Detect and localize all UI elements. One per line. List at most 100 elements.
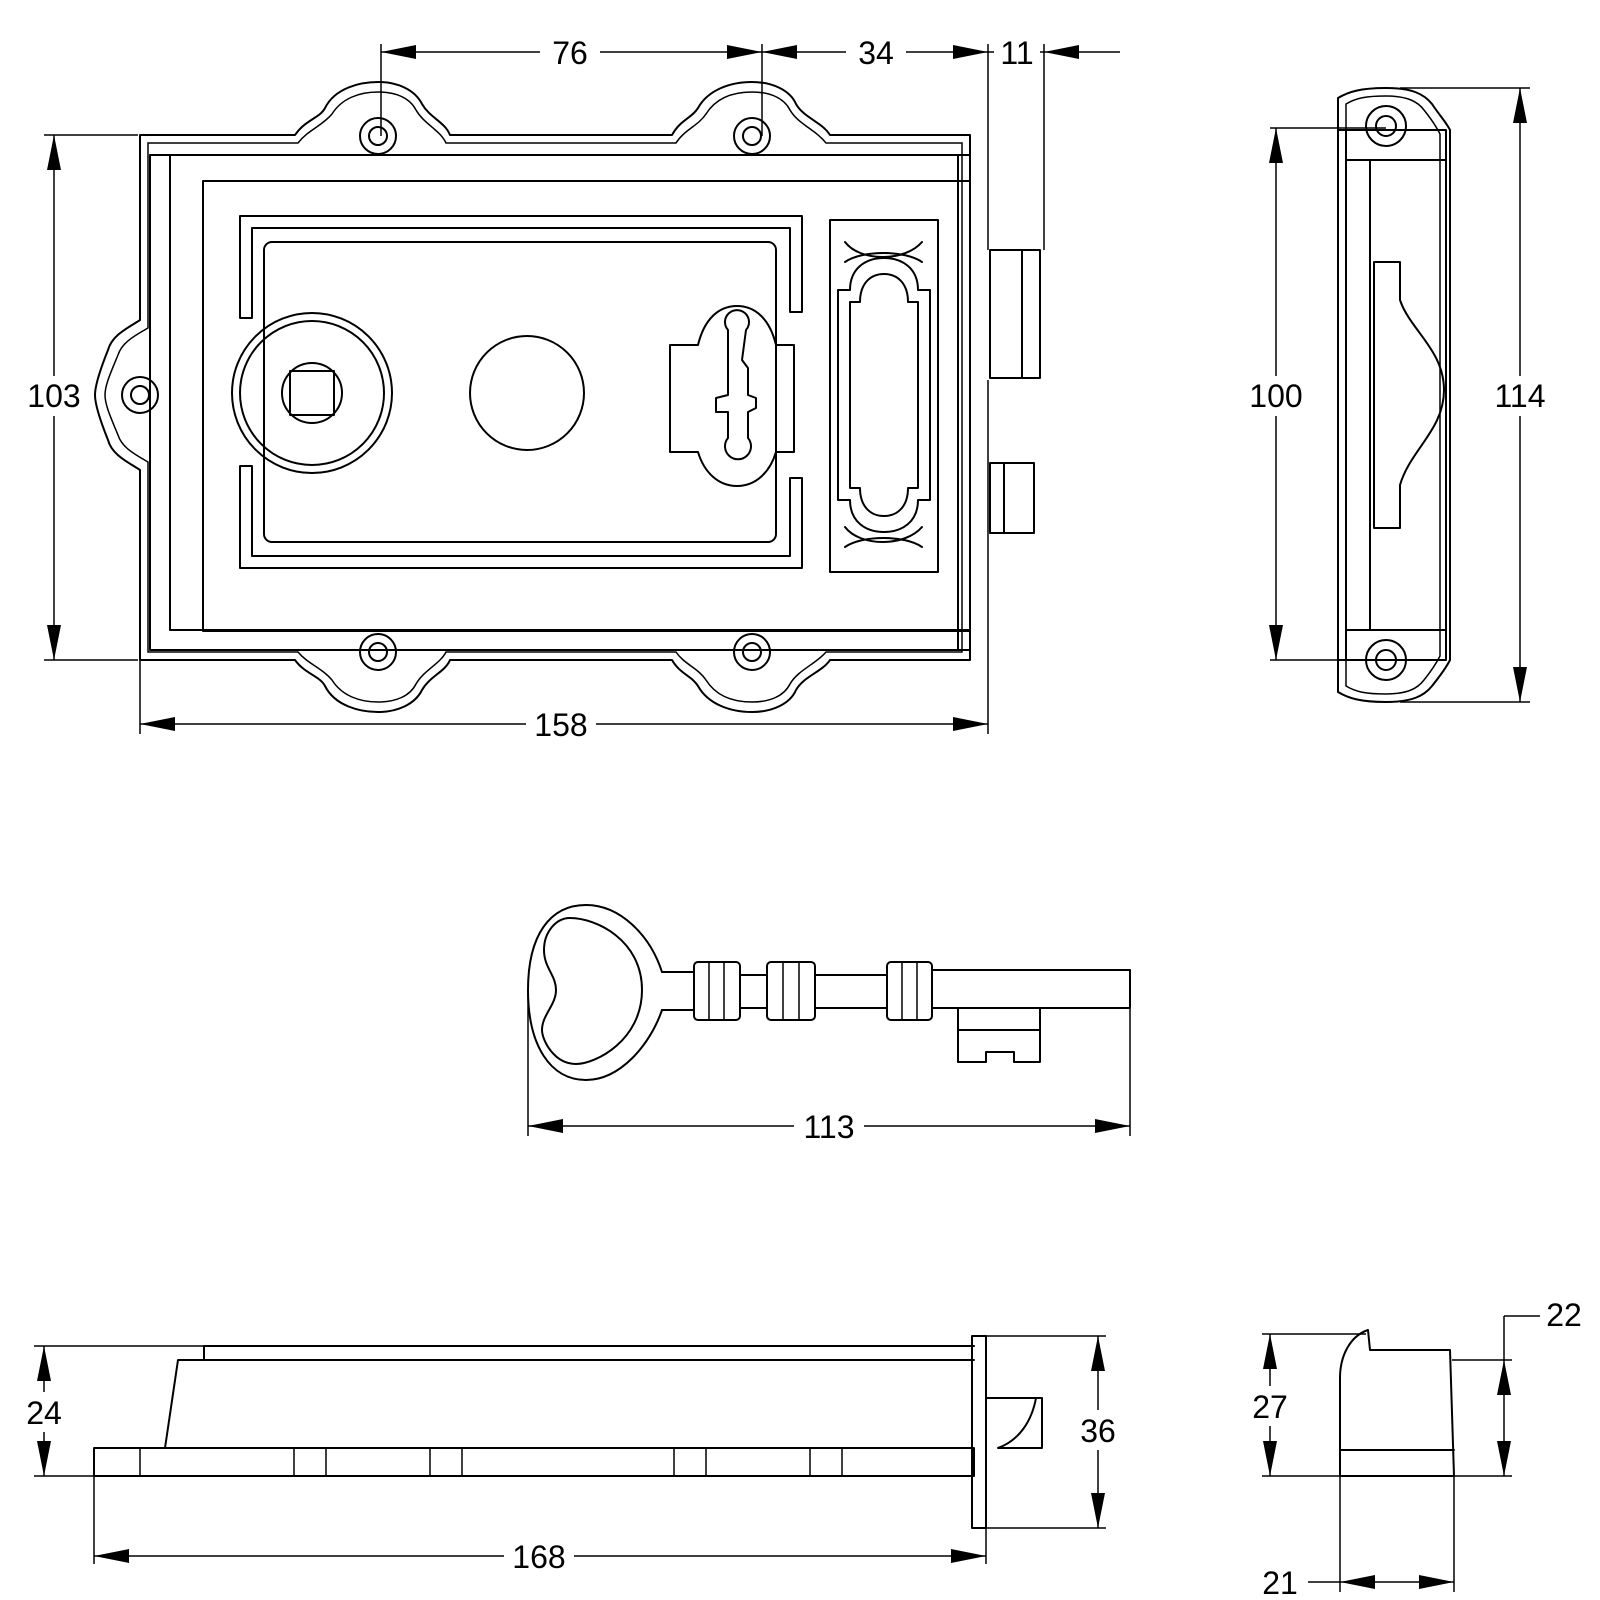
key-collar-1 (693, 961, 741, 1021)
arrow (762, 45, 797, 59)
mount-hole-bottom-right (733, 633, 771, 671)
lock-case-outer (149, 154, 971, 651)
label-bg (526, 704, 596, 744)
arrow (1263, 1334, 1277, 1369)
label-bg (1488, 376, 1552, 416)
latch-bolt (989, 462, 1035, 534)
arrow (953, 45, 988, 59)
arrow (37, 1346, 51, 1381)
arrow (1497, 1441, 1511, 1476)
inner-panel-frame (239, 465, 803, 569)
dimension-27: 27 (1252, 1389, 1288, 1425)
plan-forend (971, 1335, 987, 1529)
mount-hole-left-inner (130, 385, 150, 405)
label-bg (24, 376, 84, 416)
key-view (527, 904, 1131, 1081)
mount-hole-top-right (733, 117, 771, 155)
arrow (1513, 667, 1527, 702)
arrow (528, 1119, 563, 1133)
dimension-11: 11 (1000, 35, 1033, 71)
arrow (1044, 45, 1079, 59)
dead-bolt (989, 249, 1041, 379)
side-case (1337, 129, 1447, 661)
keep-view (1339, 1329, 1455, 1477)
label-bg (1240, 1386, 1300, 1426)
keep-profile (1339, 1329, 1455, 1477)
arrow (1497, 1360, 1511, 1395)
arrow (1091, 1493, 1105, 1528)
decor-panel (829, 219, 939, 573)
mount-hole-bottom-left-inner (368, 642, 388, 662)
dimension-113: 113 (803, 1109, 854, 1145)
spindle-hole (281, 362, 343, 424)
lock-plate-outline (94, 81, 971, 713)
plan-case-body (164, 1345, 975, 1449)
arrow (1340, 1575, 1375, 1589)
label-bg (794, 1106, 864, 1146)
arrow (1269, 128, 1283, 163)
plan-base-plate (93, 1447, 975, 1477)
side-hole-top (1365, 105, 1407, 147)
key-collar-3 (886, 961, 933, 1021)
spindle-square (289, 370, 335, 416)
arrow (1513, 88, 1527, 123)
key-dimensions: 113 (527, 990, 1131, 1146)
inner-panel-outer (239, 215, 803, 319)
keep-dimensions: 27 22 21 (1240, 1297, 1582, 1600)
label-bg (994, 32, 1040, 72)
arrow (953, 717, 988, 731)
keyhole-slot (715, 309, 757, 461)
follower-rose-outer (231, 312, 393, 474)
arrow (140, 717, 175, 731)
lock-plan-view (93, 1335, 1043, 1529)
mount-hole-top-right-inner (742, 126, 762, 146)
decor-ornament-top (844, 241, 923, 263)
side-plate-inner (1345, 95, 1441, 695)
arrow (47, 625, 61, 660)
dimension-114: 114 (1494, 378, 1545, 414)
key-bit (957, 1007, 1041, 1063)
keyhole-escutcheon (669, 305, 795, 487)
dimension-36: 36 (1080, 1413, 1116, 1449)
side-hole-top-inner (1375, 115, 1397, 137)
snib-button (469, 335, 585, 451)
side-view-dimensions: 100 114 (1244, 87, 1552, 703)
front-view-dimensions: 76 34 11 103 158 (24, 32, 1120, 744)
plan-latch-bolt (985, 1397, 1043, 1449)
mount-hole-top-left-inner (368, 126, 388, 146)
side-bolt-profile (1373, 261, 1445, 529)
decor-cartouche-outer (837, 257, 931, 533)
decor-cartouche-inner (849, 273, 919, 517)
decor-ornament-bottom (844, 526, 923, 548)
arrow (1269, 625, 1283, 660)
lock-side-view (1337, 87, 1451, 703)
arrow (1263, 1441, 1277, 1476)
plan-view-dimensions: 24 36 168 (14, 1335, 1128, 1576)
mount-hole-top-left (359, 117, 397, 155)
lock-front-view (94, 81, 1041, 713)
mount-hole-left (121, 376, 159, 414)
label-bg (1244, 376, 1308, 416)
follower-rose-inner (239, 320, 385, 466)
dimension-34: 34 (858, 35, 894, 71)
arrow (37, 1441, 51, 1476)
dimension-103: 103 (27, 378, 80, 414)
dimension-158: 158 (534, 707, 587, 743)
arrow (47, 135, 61, 170)
arrow (94, 1549, 129, 1563)
arrow (381, 45, 416, 59)
dimension-21: 21 (1262, 1565, 1298, 1600)
side-plate-outline (1337, 87, 1451, 703)
arrow (1419, 1575, 1454, 1589)
arrow (1095, 1119, 1130, 1133)
label-bg (1068, 1410, 1128, 1450)
label-bg (14, 1392, 74, 1432)
dimension-100: 100 (1249, 378, 1302, 414)
lock-plate-inner-outline (104, 91, 963, 703)
label-bg (540, 32, 600, 72)
arrow (1091, 1336, 1105, 1371)
mount-hole-bottom-right-inner (742, 642, 762, 662)
arrow (951, 1549, 986, 1563)
